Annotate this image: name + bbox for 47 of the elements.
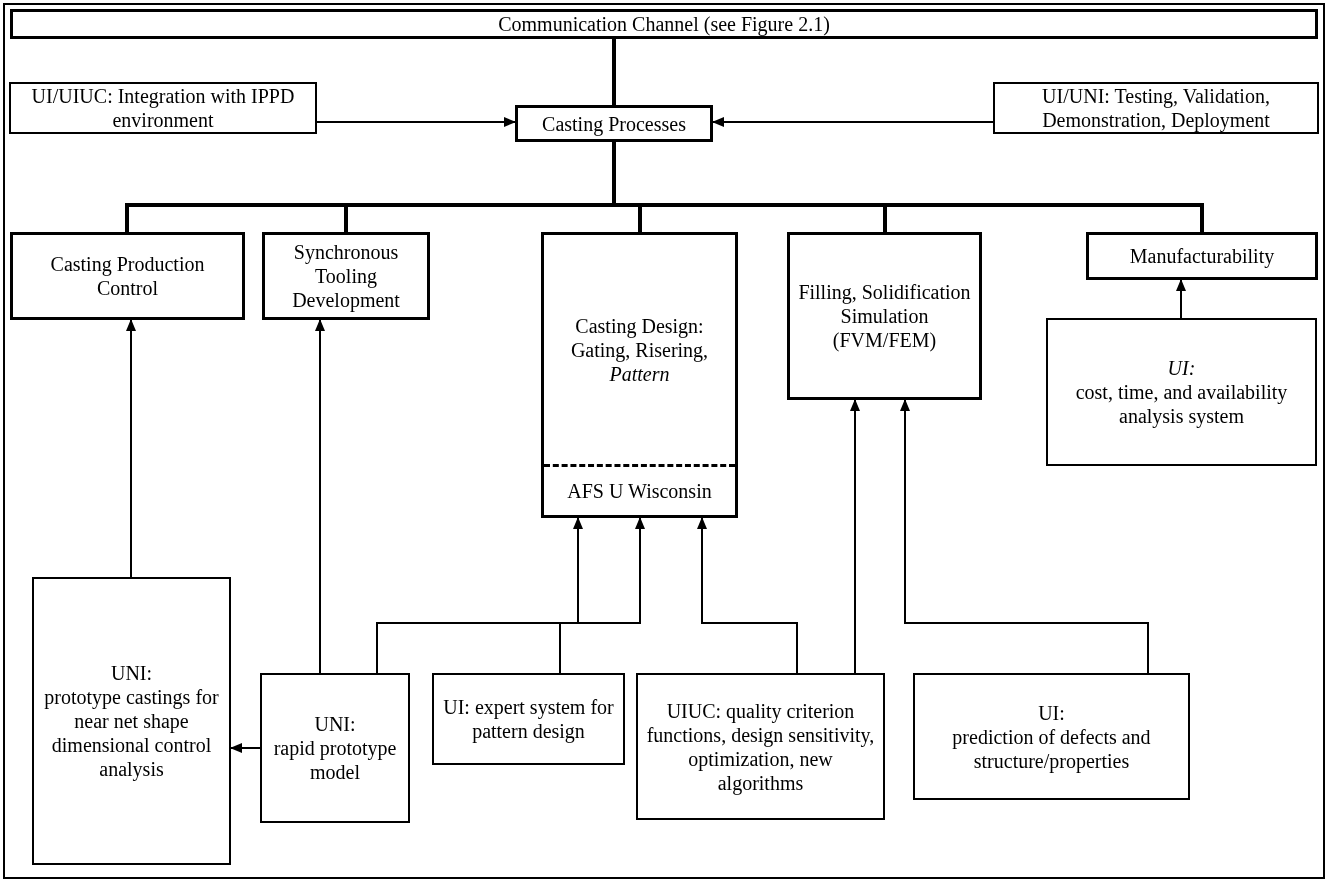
connector-line — [612, 39, 616, 105]
box-label: AFS U Wisconsin — [544, 464, 735, 515]
box-label: Manufacturability — [1128, 244, 1276, 268]
task-box — [432, 673, 625, 765]
box-label: Casting Design: Gating, Risering, Pattern — [569, 313, 710, 387]
box-label: rapid prototype model — [272, 736, 398, 784]
arrow — [850, 399, 860, 674]
arrow — [559, 517, 645, 674]
task-box — [913, 673, 1190, 800]
task-box — [636, 673, 885, 820]
task-box — [1046, 318, 1317, 466]
module-box — [262, 232, 430, 320]
arrow — [376, 517, 583, 674]
box-label: UI/UNI: Testing, Validation, Demonstration, Deployment — [1041, 84, 1271, 132]
arrow — [315, 319, 325, 674]
arrow — [712, 117, 994, 127]
task-box — [260, 673, 410, 823]
module-box — [541, 232, 738, 518]
box-label: Casting Processes — [541, 111, 687, 136]
input-box — [993, 82, 1319, 134]
arrow — [126, 319, 136, 578]
box-label: Casting Production Control — [49, 252, 206, 300]
box-label: cost, time, and availability analysis system — [1074, 380, 1289, 428]
box-label: UI/UIUC: Integration with IPPD environment — [30, 84, 296, 132]
box-label: prototype castings for near net shape dimensional control analysis — [43, 685, 220, 781]
box-label: UI: — [1166, 356, 1197, 380]
arrow — [230, 743, 261, 753]
module-box — [10, 232, 245, 320]
box-label: Synchronous Tooling Development — [291, 240, 401, 312]
arrow — [316, 117, 516, 127]
box-label: UNI: — [313, 712, 357, 736]
box-label: UI: — [1037, 700, 1066, 725]
module-box — [787, 232, 982, 400]
box-label: Communication Channel (see Figure 2.1) — [497, 12, 831, 36]
arrow — [900, 399, 1149, 674]
box-label: UIUC: quality criterion functions, design sensitivity, optimization, new algorithms — [645, 698, 876, 795]
arrow — [697, 517, 798, 674]
input-box — [9, 82, 317, 134]
box-label: UI: expert system for pattern design — [442, 695, 615, 743]
module-box — [1086, 232, 1318, 280]
box-label: UNI: — [109, 661, 154, 685]
box-label: prediction of defects and structure/properties — [951, 724, 1152, 773]
channel-box — [10, 9, 1318, 39]
arrow — [1176, 279, 1186, 319]
task-box — [32, 577, 231, 865]
box-label: Filling, Solidification Simulation (FVM/FEM) — [797, 280, 972, 352]
process-box — [515, 105, 713, 142]
